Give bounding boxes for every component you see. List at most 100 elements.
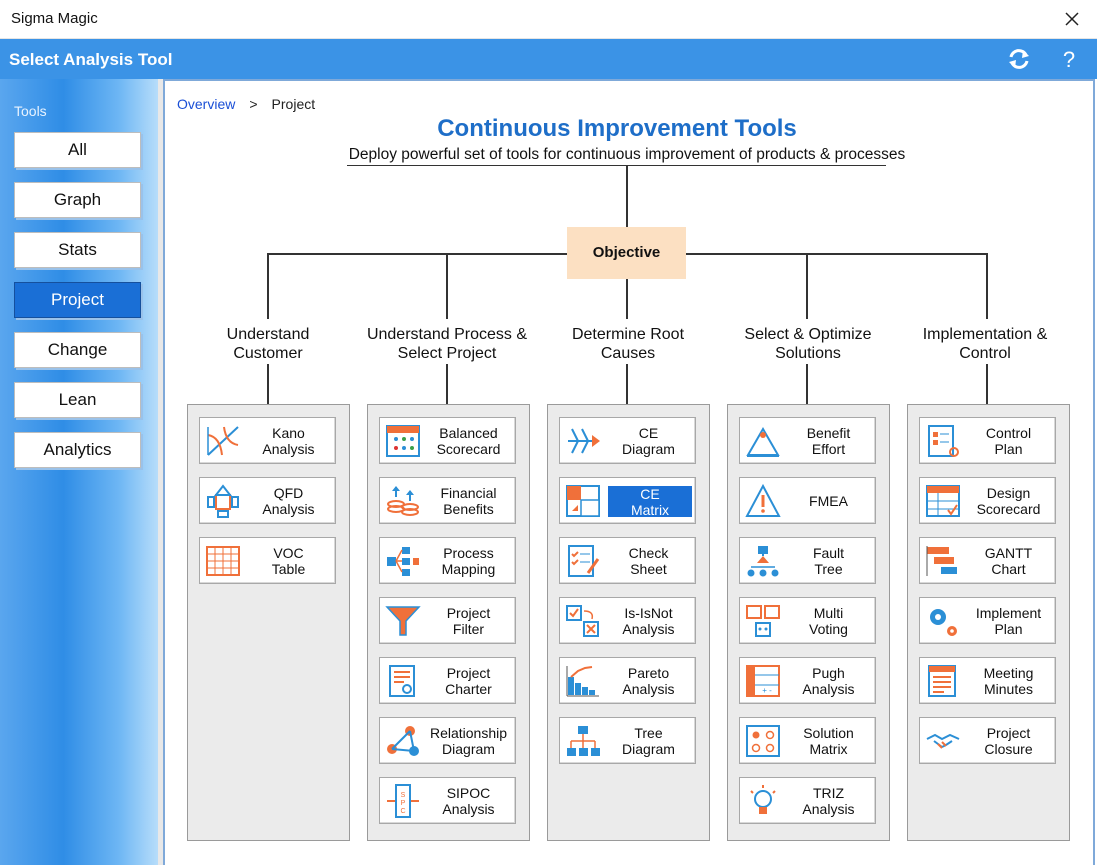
checksheet-icon <box>568 545 600 577</box>
tool-button-relationship-diagram[interactable]: Relationship Diagram <box>379 717 516 764</box>
sidebar-item-stats[interactable]: Stats <box>14 232 141 268</box>
connector-line <box>267 364 269 404</box>
benefit-effort-icon <box>746 426 780 457</box>
tool-button-pareto-analysis[interactable]: Pareto Analysis <box>559 657 696 704</box>
tool-button-project-charter[interactable]: Project Charter <box>379 657 516 704</box>
connector-line <box>986 364 988 404</box>
sidebar-item-analytics[interactable]: Analytics <box>14 432 141 468</box>
tool-button-solution-matrix[interactable]: Solution Matrix <box>739 717 876 764</box>
tool-button-project-closure[interactable]: Project Closure <box>919 717 1056 764</box>
tool-button-design-scorecard[interactable]: Design Scorecard <box>919 477 1056 524</box>
tool-label: Financial Benefits <box>440 484 497 517</box>
tool-button-gantt-chart[interactable]: GANTT Chart <box>919 537 1056 584</box>
tool-label: GANTT Chart <box>984 544 1033 577</box>
connector-line <box>267 253 567 255</box>
solution-matrix-icon <box>746 725 780 757</box>
tool-button-pugh-analysis[interactable]: + - Pugh Analysis <box>739 657 876 704</box>
tool-button-project-filter[interactable]: Project Filter <box>379 597 516 644</box>
refresh-icon[interactable] <box>1006 46 1032 72</box>
svg-text:+ -: + - <box>762 686 772 695</box>
tool-label: CE Matrix <box>608 486 692 518</box>
tool-label: Pareto Analysis <box>622 664 675 697</box>
tool-label: QFD Analysis <box>262 484 315 517</box>
connector-line <box>267 253 269 319</box>
sidebar-item-project[interactable]: Project <box>14 282 141 318</box>
connector-line <box>806 364 808 404</box>
pugh-icon: + - <box>746 665 780 697</box>
breadcrumb: Overview>Project <box>177 96 315 112</box>
tool-label: Project Filter <box>446 604 491 637</box>
tool-label: Meeting Minutes <box>983 664 1034 697</box>
tool-button-triz-analysis[interactable]: TRIZ Analysis <box>739 777 876 824</box>
tool-button-financial-benefits[interactable]: Financial Benefits <box>379 477 516 524</box>
tool-column-understand <box>187 404 350 841</box>
svg-text:P: P <box>401 800 406 807</box>
tool-button-balanced-scorecard[interactable]: Balanced Scorecard <box>379 417 516 464</box>
tool-label: Process Mapping <box>441 544 496 577</box>
control-plan-icon <box>928 425 959 457</box>
tool-button-ce-diagram[interactable]: CE Diagram <box>559 417 696 464</box>
tool-label: CE Diagram <box>622 424 675 457</box>
sidebar-item-all[interactable]: All <box>14 132 141 168</box>
kano-icon <box>207 426 239 456</box>
tool-label: Fault Tree <box>812 544 845 577</box>
svg-text:S: S <box>401 792 406 799</box>
tool-label: VOC Table <box>271 544 306 577</box>
tool-button-benefit-effort[interactable]: Benefit Effort <box>739 417 876 464</box>
tool-button-kano-analysis[interactable]: Kano Analysis <box>199 417 336 464</box>
dialog-title: Select Analysis Tool <box>9 50 173 69</box>
tool-button-meeting-minutes[interactable]: Meeting Minutes <box>919 657 1056 704</box>
tool-button-control-plan[interactable]: Control Plan <box>919 417 1056 464</box>
tool-button-is-isnot-analysis[interactable]: Is-IsNot Analysis <box>559 597 696 644</box>
scorecard-icon <box>386 425 420 457</box>
tool-label: Solution Matrix <box>803 724 854 757</box>
sidebar-label: Tools <box>14 103 47 119</box>
tool-button-ce-matrix[interactable]: CE Matrix <box>559 477 696 524</box>
tool-label: Pugh Analysis <box>802 664 855 697</box>
connector-line <box>806 253 808 319</box>
handshake-icon <box>926 733 960 749</box>
connector-line <box>446 364 448 404</box>
qfd-icon <box>207 484 239 518</box>
tool-button-fmea[interactable]: FMEA <box>739 477 876 524</box>
breadcrumb-current: Project <box>271 96 316 112</box>
dialog-header: Select Analysis Tool ? <box>0 39 1097 79</box>
sidebar-item-change[interactable]: Change <box>14 332 141 368</box>
tool-label: Is-IsNot Analysis <box>622 604 675 637</box>
sidebar-item-lean[interactable]: Lean <box>14 382 141 418</box>
sidebar-item-graph[interactable]: Graph <box>14 182 141 218</box>
fault-tree-icon <box>747 546 779 577</box>
tool-button-process-mapping[interactable]: Process Mapping <box>379 537 516 584</box>
close-icon[interactable] <box>1059 6 1085 32</box>
relationship-icon <box>387 726 419 756</box>
connector-line <box>686 253 988 255</box>
tool-button-implement-plan[interactable]: Implement Plan <box>919 597 1056 644</box>
help-icon[interactable]: ? <box>1056 46 1082 72</box>
tool-button-voc-table[interactable]: VOC Table <box>199 537 336 584</box>
tool-label: Tree Diagram <box>622 724 675 757</box>
tool-label: Control Plan <box>985 424 1032 457</box>
tool-label: Multi Voting <box>809 604 848 637</box>
tool-button-multi-voting[interactable]: Multi Voting <box>739 597 876 644</box>
voc-table-icon <box>206 546 240 576</box>
coins-icon <box>387 486 419 516</box>
tool-button-check-sheet[interactable]: Check Sheet <box>559 537 696 584</box>
tool-button-fault-tree[interactable]: Fault Tree <box>739 537 876 584</box>
category-understand-process: Understand Process & Select Project <box>366 326 528 362</box>
svg-text:?: ? <box>1063 47 1075 72</box>
sipoc-icon: SPC <box>387 784 419 818</box>
tool-label: Project Closure <box>984 724 1033 757</box>
connector-line <box>626 165 628 227</box>
connector-line <box>986 253 988 319</box>
category-implementation: Implementation & Control <box>922 326 1048 362</box>
tree-icon <box>567 726 600 756</box>
connector-line <box>626 364 628 404</box>
isisnot-icon <box>566 605 599 637</box>
design-scorecard-icon <box>926 485 960 517</box>
window-title-bar: Sigma Magic <box>0 0 1097 39</box>
tool-button-qfd-analysis[interactable]: QFD Analysis <box>199 477 336 524</box>
breadcrumb-overview-link[interactable]: Overview <box>177 96 236 112</box>
lightbulb-icon <box>750 785 776 814</box>
tool-button-tree-diagram[interactable]: Tree Diagram <box>559 717 696 764</box>
